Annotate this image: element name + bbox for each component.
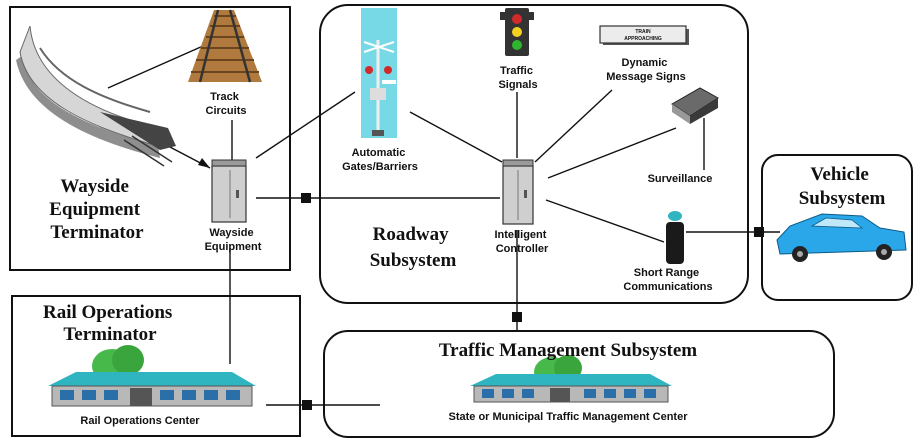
vehicle-subsystem-title: Vehicle Subsystem [799, 164, 886, 209]
line-gates-to-controller [409, 111, 503, 163]
traffic-signal-icon [500, 8, 534, 56]
connector-markers [198, 158, 764, 410]
marker-src-vehicle [754, 227, 764, 237]
roadway-subsystem-box [319, 4, 749, 304]
rail-ops-center-label: Rail Operations Center [80, 415, 200, 427]
rail-ops-terminator-title: Rail Operations Terminator [43, 302, 177, 345]
wayside-terminator-box [9, 6, 291, 271]
wayside-terminator-title: Wayside Equipment Terminator [49, 176, 145, 243]
train-icon [16, 25, 176, 167]
roadway-subsystem-title: Roadway Subsystem [370, 224, 457, 271]
tmc-label: State or Municipal Traffic Management Ce… [449, 411, 689, 423]
gates-barriers-label: Automatic Gates/Barriers [342, 147, 418, 173]
message-sign-icon: TRAIN APPROACHING [599, 25, 689, 45]
line-surveillance-to-controller [547, 127, 677, 179]
short-range-comm-icon [666, 211, 684, 264]
marker-wayside-roadway [301, 193, 311, 203]
sign-text-line2: APPROACHING [624, 36, 662, 42]
surveillance-camera-icon [671, 87, 719, 124]
intelligent-controller-icon [502, 159, 534, 225]
car-icon [776, 213, 907, 262]
wayside-equipment-icon [211, 159, 247, 223]
line-train-to-track [107, 41, 213, 89]
sign-text-line1: TRAIN [635, 29, 651, 35]
rail-ops-terminator-box [11, 295, 301, 437]
dms-label: Dynamic Message Signs [606, 57, 685, 83]
surveillance-label: Surveillance [648, 173, 713, 185]
rail-ops-building-icon [48, 345, 256, 407]
marker-controller-tms [512, 312, 522, 322]
gates-barriers-icon [361, 8, 397, 138]
arrow-train-wayside [198, 158, 210, 168]
traffic-mgmt-subsystem-box [323, 330, 835, 438]
track-circuits-label: Track Circuits [206, 91, 247, 117]
traffic-mgmt-subsystem-title: Traffic Management Subsystem [439, 340, 697, 361]
traffic-signals-label: Traffic Signals [498, 65, 537, 91]
line-wayside-to-gates [255, 91, 356, 159]
wayside-equipment-label: Wayside Equipment [205, 227, 262, 253]
line-dms-to-controller [534, 89, 613, 163]
marker-railops-tms [302, 400, 312, 410]
intelligent-controller-label: Intelligent Controller [494, 229, 549, 255]
line-controller-to-src [545, 199, 665, 243]
vehicle-subsystem-box [761, 154, 913, 301]
track-circuits-icon [188, 9, 262, 83]
enclosures [9, 4, 913, 438]
short-range-comm-label: Short Range Communications [623, 267, 712, 293]
tmc-building-icon [470, 355, 672, 403]
